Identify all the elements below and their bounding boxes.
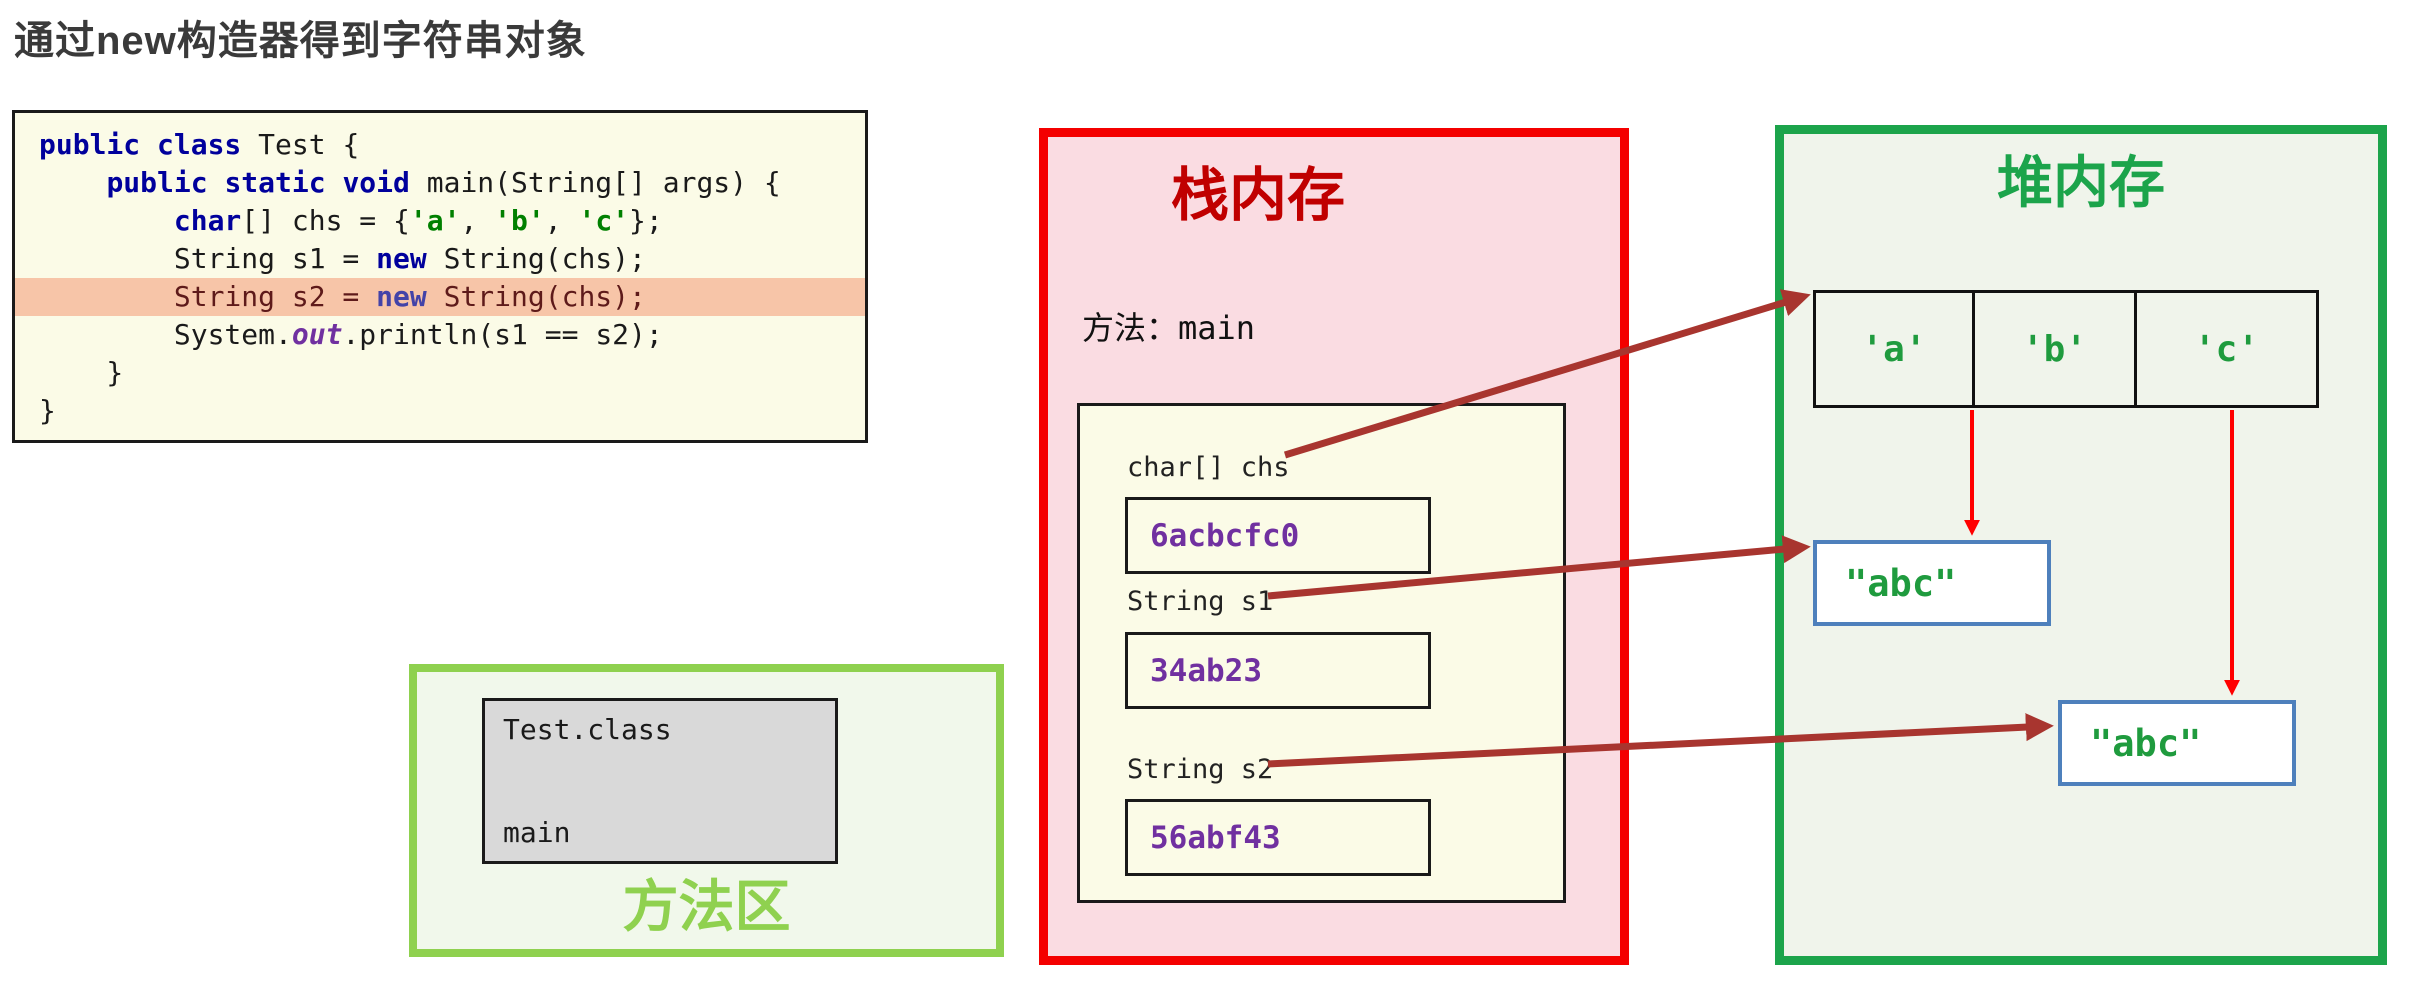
code-token: String(chs);: [426, 280, 646, 313]
string-object-1: "abc": [1813, 540, 2051, 626]
address-value: 56abf43: [1150, 819, 1281, 856]
stack-memory-title: 栈内存: [1170, 163, 1345, 228]
stack-method-label: 方法：main: [1082, 309, 1256, 347]
class-file-label: Test.class: [503, 713, 672, 746]
code-token: 'b': [494, 204, 545, 237]
string-object-2: "abc": [2058, 700, 2296, 786]
code-line-highlighted: String s2 = new String(chs);: [15, 278, 865, 316]
code-token: };: [629, 204, 663, 237]
code-token: String(chs);: [426, 242, 646, 275]
code-token: .println(s1 == s2);: [342, 318, 663, 351]
code-token: [] chs = {: [241, 204, 410, 237]
char-array: 'a' 'b' 'c': [1813, 290, 2319, 408]
code-line: }: [15, 392, 865, 430]
code-token: public class: [39, 128, 242, 161]
code-line: String s1 = new String(chs);: [15, 240, 865, 278]
code-token: Test {: [241, 128, 360, 161]
variable-label-s2: String s2: [1127, 754, 1274, 785]
method-name-label: main: [503, 816, 571, 849]
address-box-s1: 34ab23: [1125, 632, 1431, 709]
address-value: 34ab23: [1150, 652, 1262, 689]
variable-label-s1: String s1: [1127, 586, 1274, 617]
code-token: new: [376, 242, 427, 275]
variable-label-chs: char[] chs: [1127, 452, 1290, 483]
code-token: }: [39, 394, 56, 427]
code-token: 'c': [578, 204, 630, 237]
stack-frame-box: char[] chs 6acbcfc0 String s1 34ab23 Str…: [1077, 403, 1566, 903]
array-cell-b: 'b': [1972, 290, 2137, 408]
code-token: String s2 =: [39, 280, 377, 313]
code-block: public class Test { public static void m…: [12, 110, 868, 443]
code-token: System.: [39, 318, 292, 351]
code-line: char[] chs = {'a', 'b', 'c'};: [15, 202, 865, 240]
address-value: 6acbcfc0: [1150, 517, 1300, 554]
code-token: ,: [544, 204, 579, 237]
code-token: new: [376, 280, 427, 313]
address-box-chs: 6acbcfc0: [1125, 497, 1431, 574]
code-line: System.out.println(s1 == s2);: [15, 316, 865, 354]
code-token: ,: [460, 204, 495, 237]
code-token: out: [291, 318, 343, 351]
code-token: main(String[] args) {: [409, 166, 781, 199]
class-file-box: Test.class main: [482, 698, 838, 864]
page-title: 通过new构造器得到字符串对象: [14, 19, 587, 63]
address-box-s2: 56abf43: [1125, 799, 1431, 876]
method-area-title: 方法区: [622, 875, 791, 938]
code-token: [39, 166, 106, 199]
code-token: [39, 204, 174, 237]
array-cell-a: 'a': [1813, 290, 1975, 408]
code-token: char: [173, 204, 242, 237]
array-cell-c: 'c': [2134, 290, 2319, 408]
code-token: 'a': [409, 204, 461, 237]
code-token: public static void: [106, 166, 410, 199]
code-line: public class Test {: [15, 126, 865, 164]
heap-memory-title: 堆内存: [1997, 151, 2165, 214]
code-line: public static void main(String[] args) {: [15, 164, 865, 202]
code-token: }: [39, 356, 124, 389]
code-line: }: [15, 354, 865, 392]
code-token: String s1 =: [39, 242, 377, 275]
